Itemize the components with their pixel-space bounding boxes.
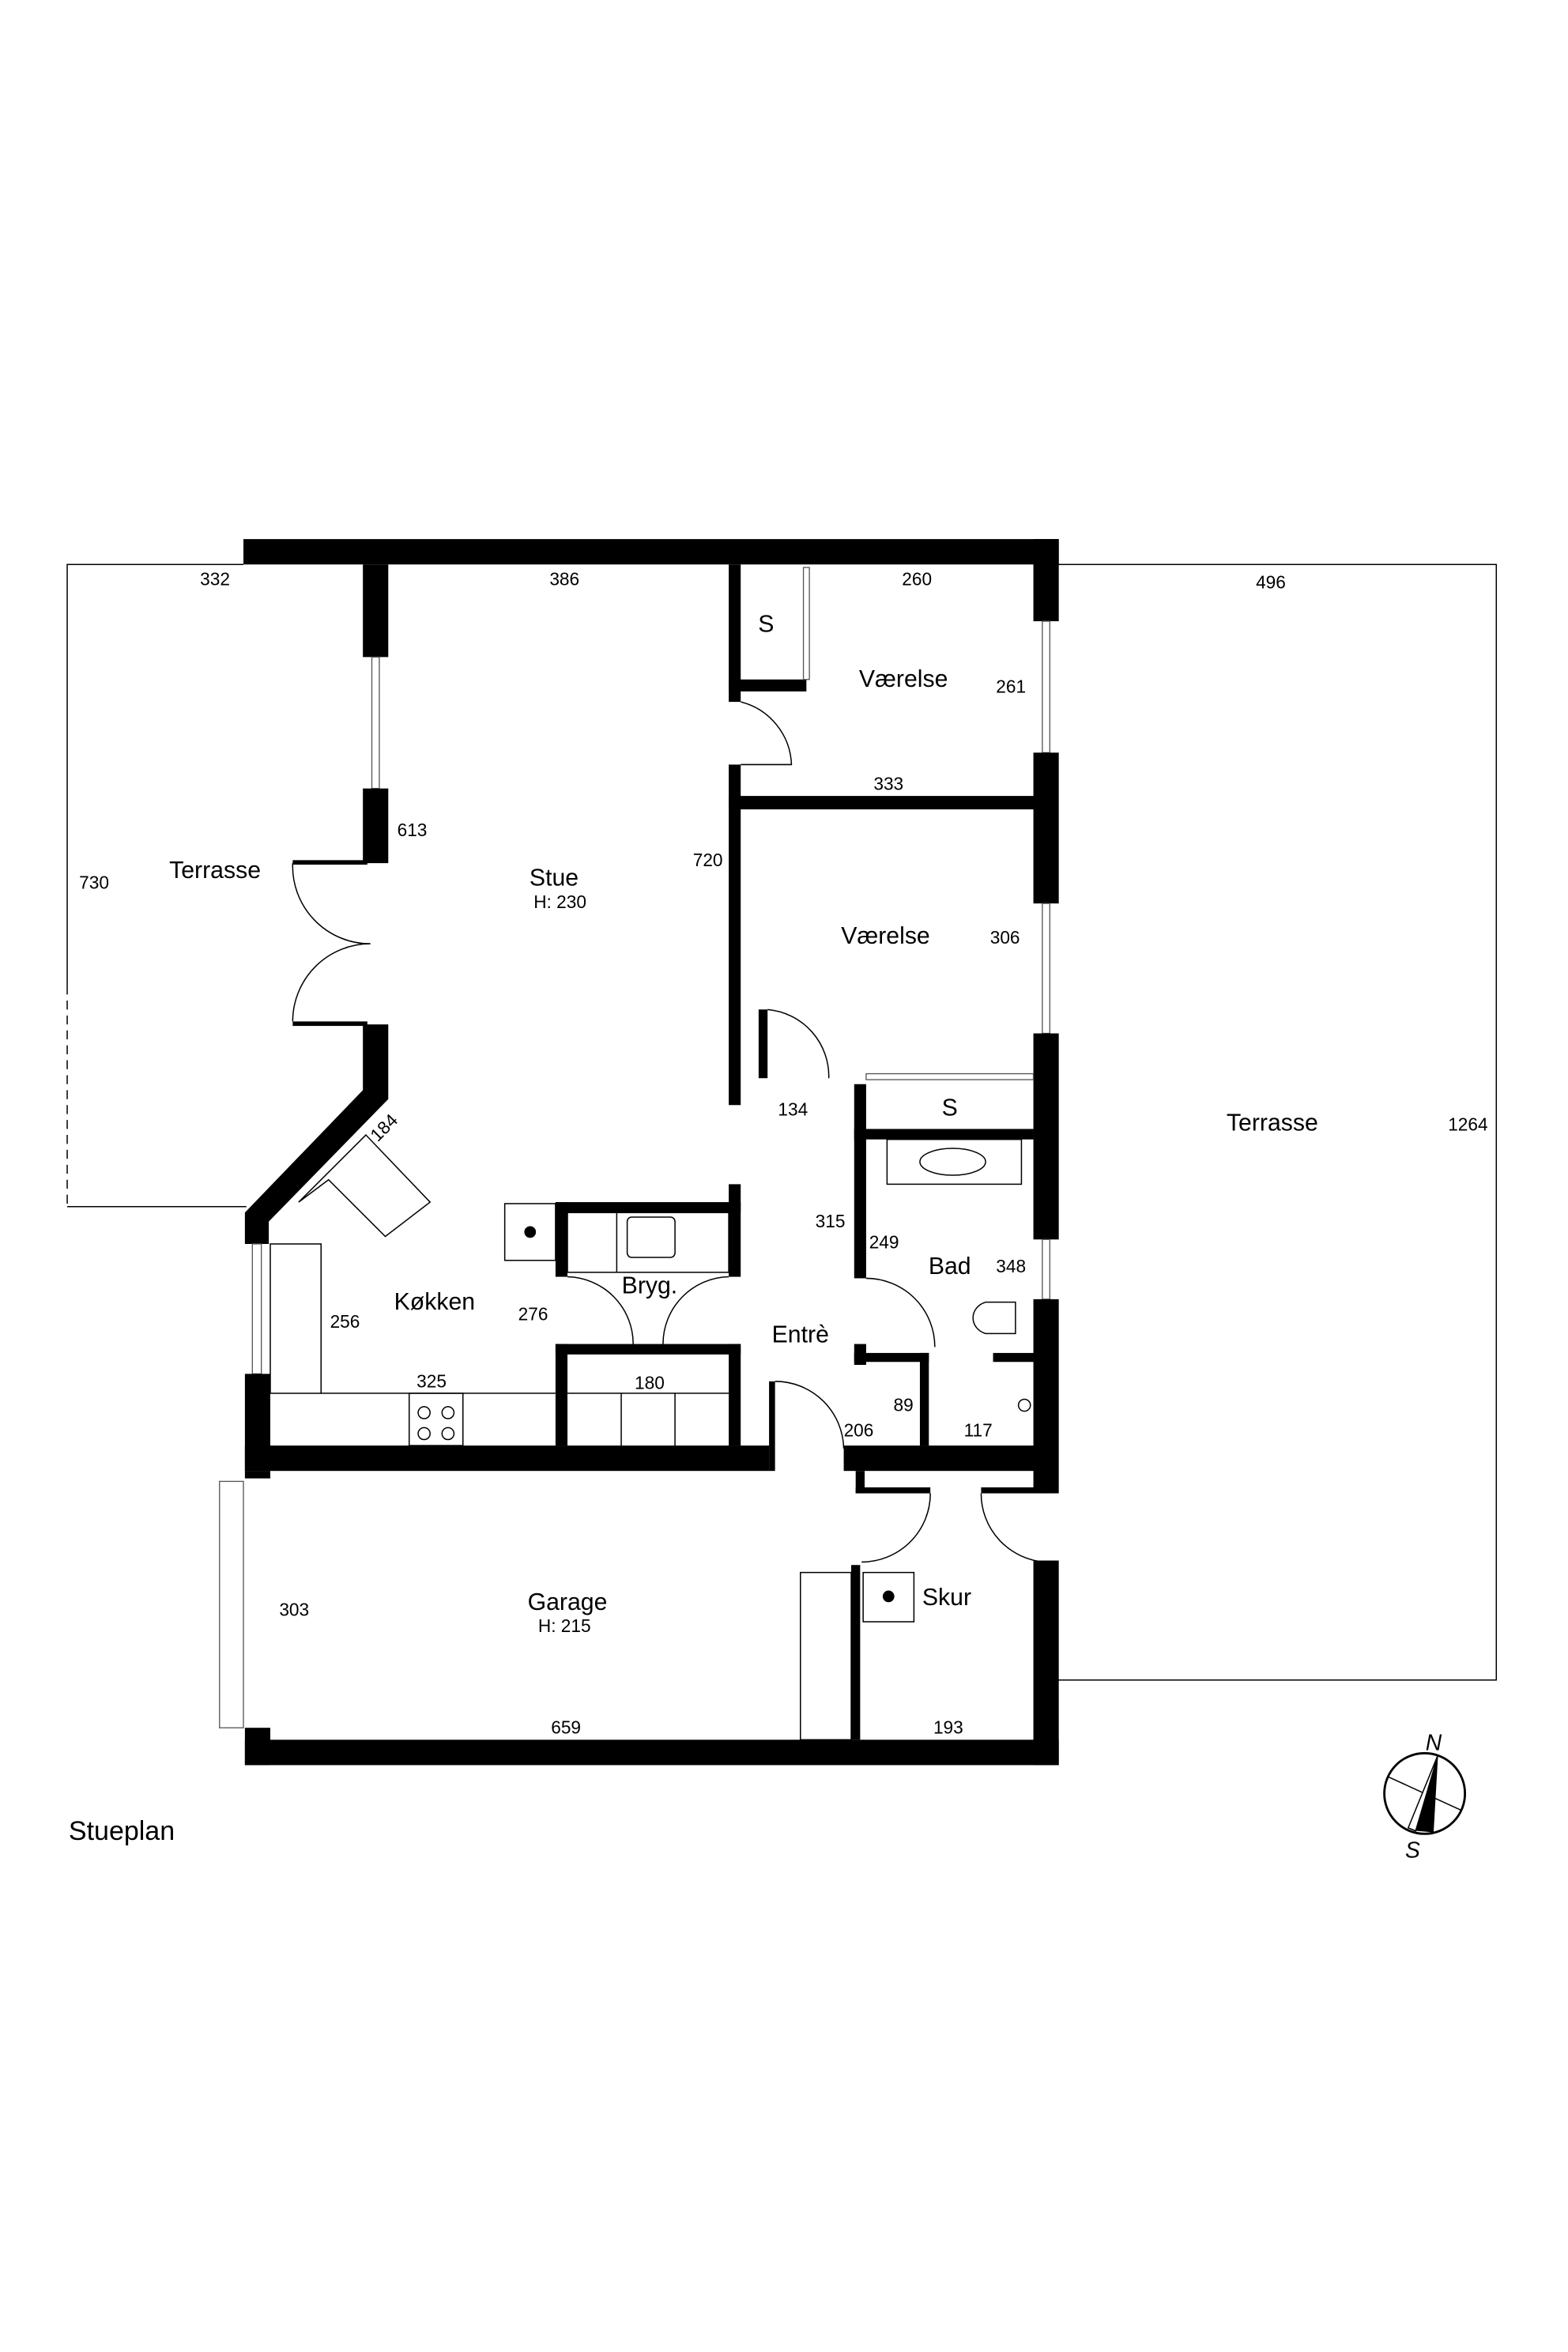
room-label-koekken: Køkken (394, 1289, 475, 1315)
dimension-label: 333 (873, 774, 903, 794)
room-label-terrasse-left: Terrasse (169, 858, 261, 884)
dimension-label: 89 (894, 1395, 914, 1415)
dimension-label: 613 (398, 820, 428, 840)
room-height-garage: H: 215 (538, 1615, 591, 1636)
fixtures (270, 1133, 1031, 1623)
compass-south-label: S (1405, 1838, 1420, 1864)
doors (292, 701, 1046, 1563)
walls (219, 539, 1059, 1766)
dimension-label: 206 (844, 1420, 874, 1441)
room-label-stue: Stue (530, 865, 579, 891)
dimension-label: 332 (200, 569, 230, 590)
dimension-label: 659 (551, 1717, 581, 1738)
dimension-label: 193 (933, 1717, 963, 1738)
room-label-terrasse-right: Terrasse (1227, 1110, 1318, 1136)
dimension-label: 730 (79, 872, 109, 892)
dimension-label: 306 (990, 927, 1020, 948)
dimension-label: 348 (996, 1256, 1026, 1276)
compass-icon: N S (1383, 1731, 1467, 1864)
terrace-right-outline (1057, 564, 1498, 1681)
dimension-label: 180 (635, 1372, 665, 1393)
dimension-label: 386 (549, 569, 579, 590)
room-height-stue: H: 230 (533, 891, 586, 912)
dimension-label: 303 (279, 1599, 309, 1619)
room-label-entre: Entrè (772, 1322, 829, 1348)
dimension-label: 260 (902, 569, 932, 590)
dimension-label: 261 (996, 677, 1026, 697)
dimension-label: 325 (416, 1370, 447, 1391)
dimension-label: 315 (816, 1211, 846, 1231)
room-label-bryg: Bryg. (622, 1272, 678, 1298)
plan-title: Stueplan (69, 1816, 175, 1846)
dimension-label: 117 (964, 1420, 993, 1441)
terrace-left-outline (66, 564, 243, 986)
dimension-label: 256 (330, 1311, 360, 1332)
room-label-closet-1: S (758, 611, 774, 637)
dimension-label: 134 (778, 1099, 808, 1119)
compass-north-label: N (1426, 1731, 1442, 1756)
room-label-bad: Bad (929, 1253, 971, 1280)
room-label-vaerelse-2: Værelse (841, 923, 930, 949)
dimension-label: 249 (869, 1232, 899, 1253)
dimension-label: 1264 (1448, 1114, 1487, 1134)
room-label-vaerelse-1: Værelse (859, 666, 948, 692)
dimension-labels: 332 386 260 496 261 333 613 730 720 306 … (79, 569, 1487, 1738)
dimension-label: 496 (1256, 571, 1286, 592)
room-label-garage: Garage (528, 1589, 608, 1615)
dimension-label: 720 (693, 850, 723, 870)
room-label-skur: Skur (922, 1585, 971, 1611)
dimension-label: 276 (518, 1303, 548, 1324)
room-label-closet-2: S (942, 1095, 958, 1121)
